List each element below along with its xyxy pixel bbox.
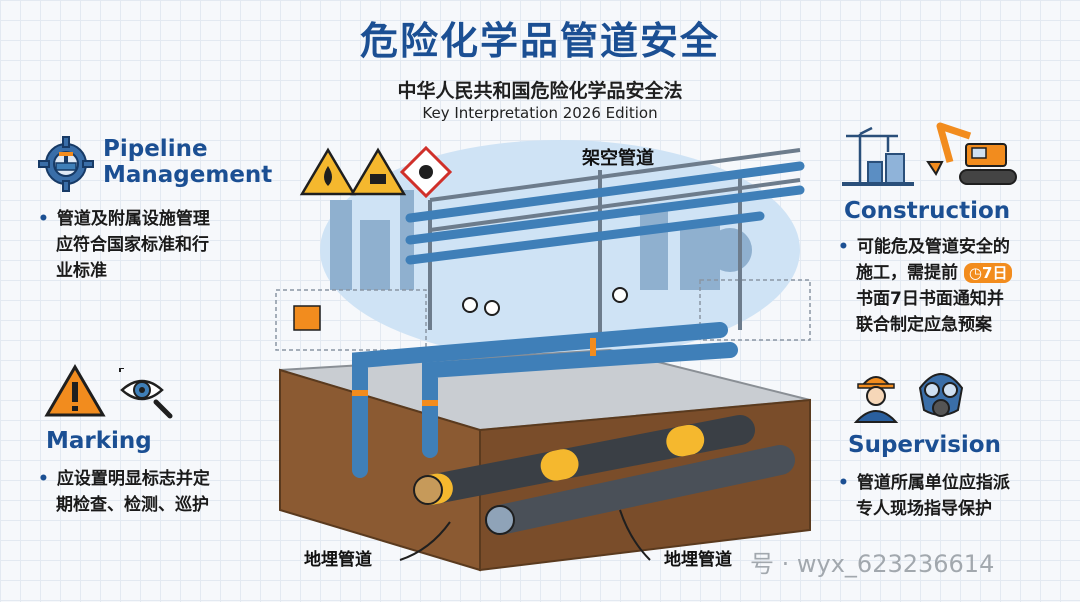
hazard-diamond-icon [399,145,453,199]
pipeline-bullet: •管道及附属设施管理 应符合国家标准和行 业标准 [38,209,210,281]
edition-label: Key Interpretation 2026 Edition [422,104,658,122]
clock-icon: ◷ [968,264,983,282]
pipeline-illustration [275,140,811,572]
worker-hardhat-icon [853,376,899,423]
excavator-icon [926,122,1017,185]
buried-pipe-label-right: 地埋管道 [664,550,732,570]
watermark: 号 · wyx_623236614 [750,550,995,578]
overhead-pipe-label: 架空管道 [582,148,654,169]
arrow-buried-right [619,509,651,561]
surface-pipes [352,322,738,478]
construction-title: Construction [844,198,1011,224]
pipe-end-left [413,475,443,505]
construction-bullet: •可能危及管道安全的 施工，需提前 ◷7日 书面7日书面通知并 联合制定应急预案 [838,234,1013,338]
arrow-buried-left [399,521,451,561]
page-subtitle: 中华人民共和国危险化学品安全法 [397,80,683,102]
gas-mask-icon [918,373,964,417]
fence-warning-sign [293,305,321,331]
supervision-title: Supervision [848,432,1001,458]
pipeline-management-title: Pipeline Management [103,136,273,188]
pressure-gauges [462,287,628,316]
pipe-bands [352,338,596,406]
supervision-bullet: •管道所属单位应指派 专人现场指导保护 [838,473,1010,519]
gear-valve-icon [38,136,94,192]
marking-bullet: •应设置明显标志并定 期检查、检测、巡护 [38,469,210,515]
pipe-end-right [485,505,515,535]
corrosive-warning-icon [349,147,407,196]
overhead-pipes [405,161,805,265]
crane-icon [842,126,914,186]
page-title: 危险化学品管道安全 [359,19,720,63]
eye-magnifier-icon [119,368,173,419]
fence-right [699,279,811,341]
deadline-badge: ◷7日 [963,263,1013,283]
buried-pipe-label-left: 地埋管道 [304,550,372,570]
flame-warning-icon [299,147,357,196]
buried-pipes [415,415,795,535]
marking-title: Marking [46,428,152,454]
warning-triangle-icon [44,364,106,417]
